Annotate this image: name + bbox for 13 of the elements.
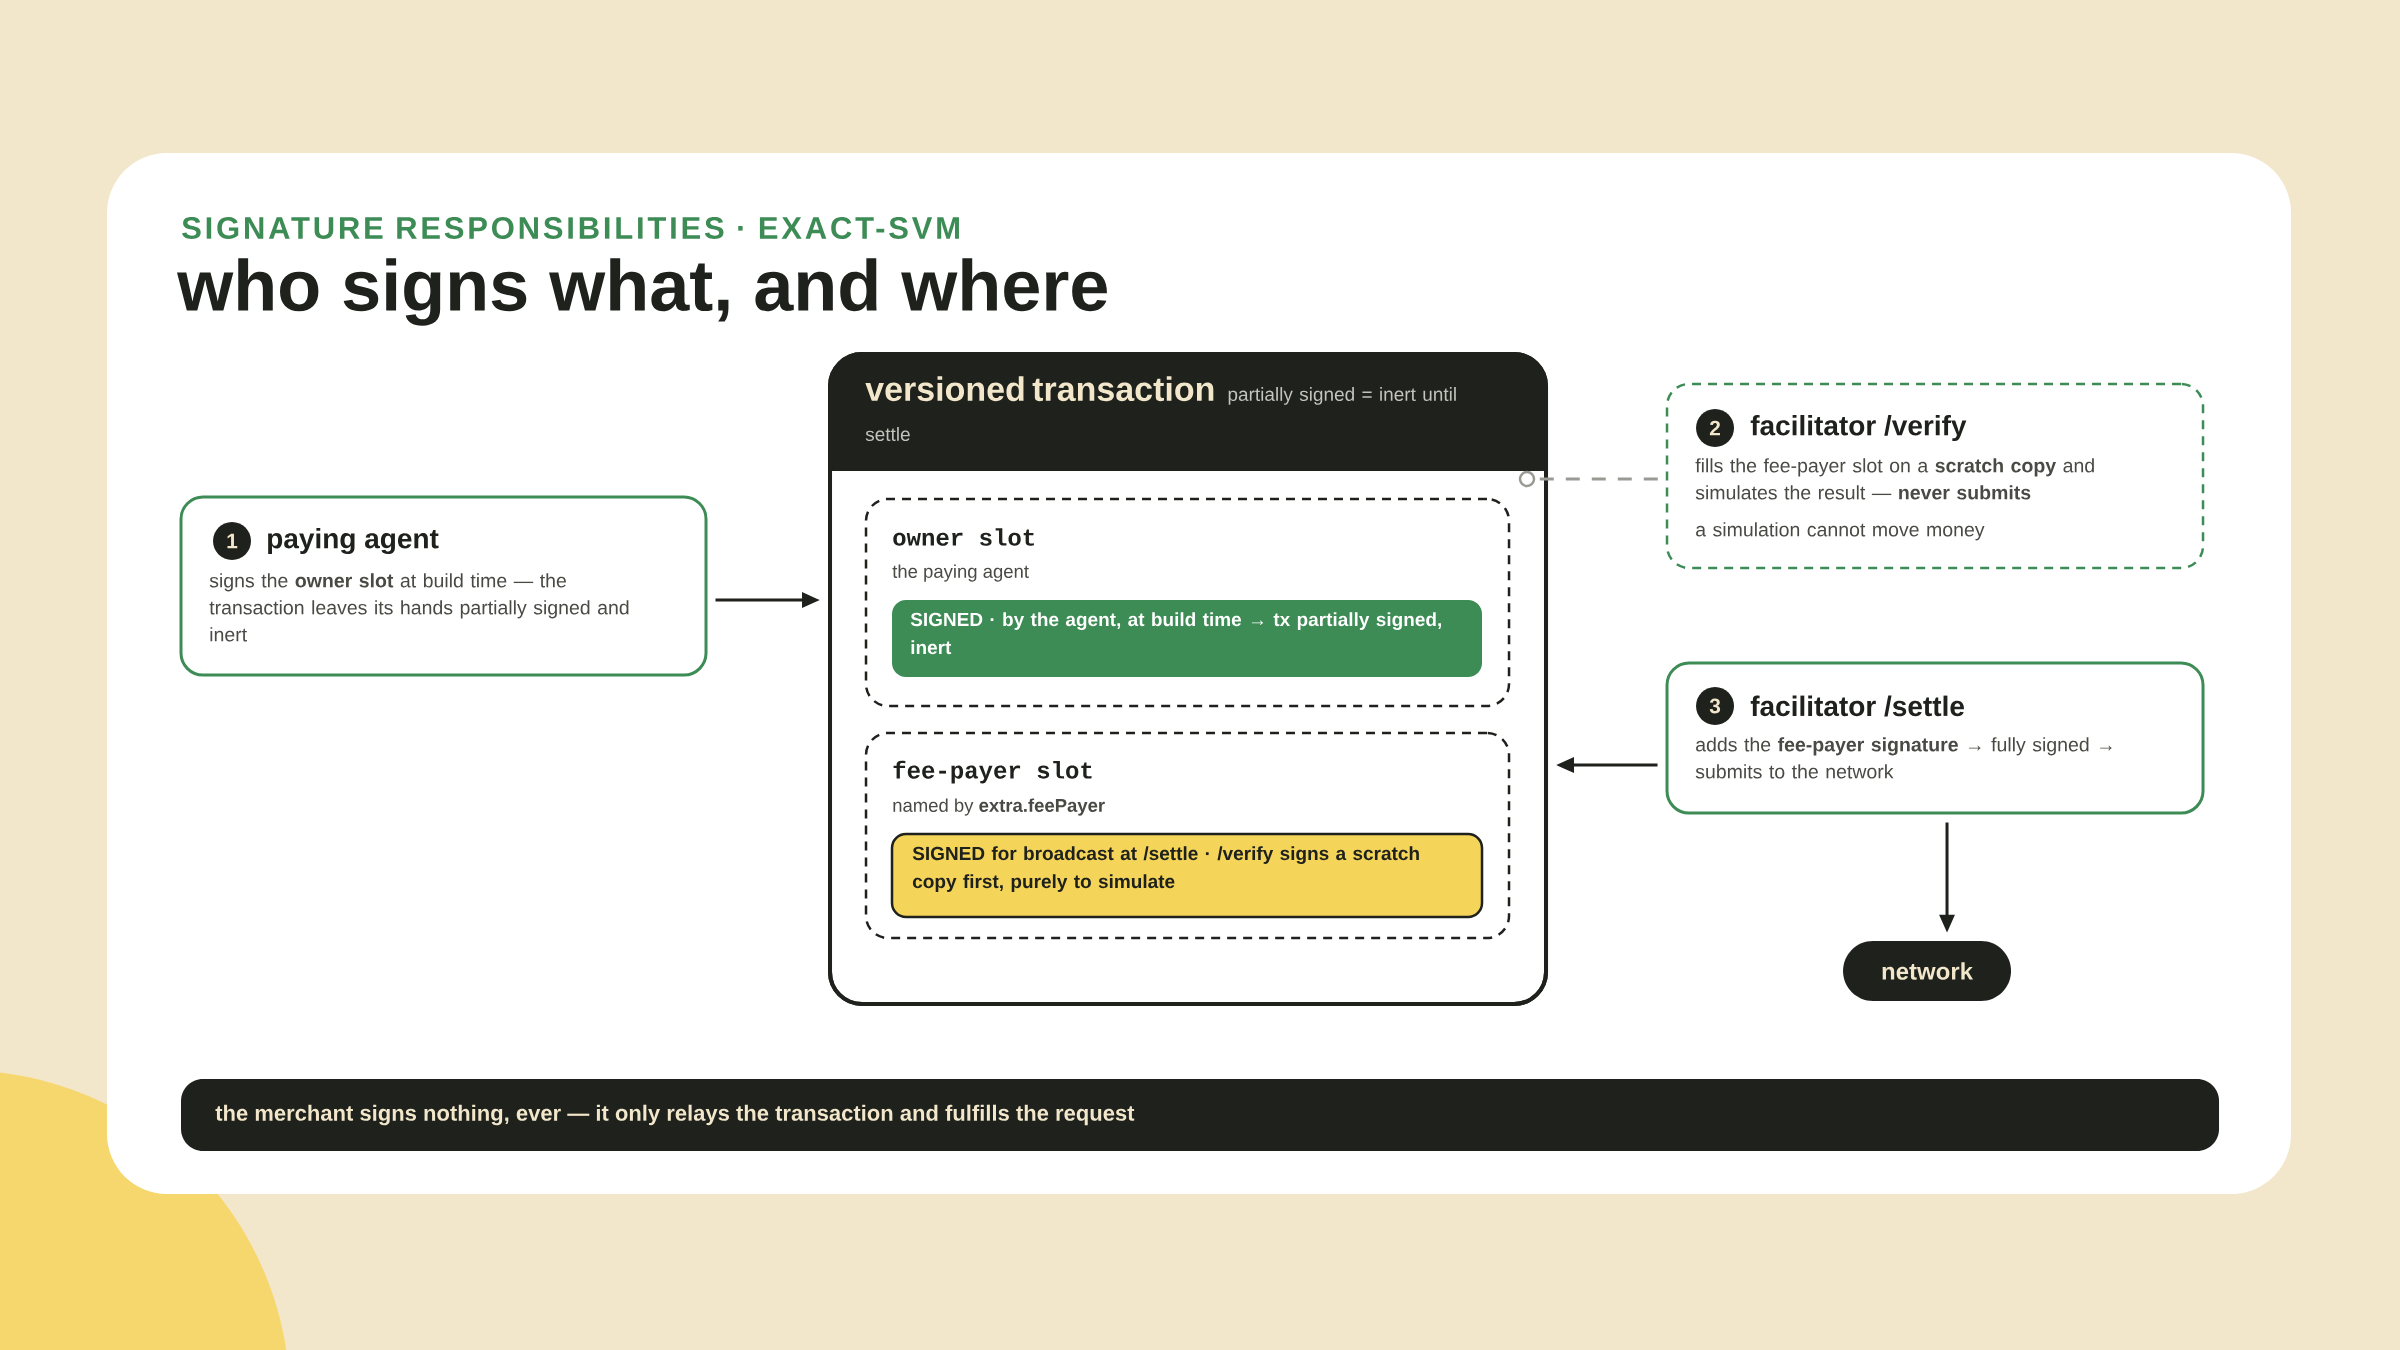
step-badge: 1 [213, 522, 251, 560]
status-bar: SIGNED for broadcast at /settle · /verify signs a scratch copy first, purely to simulate [890, 832, 1484, 919]
network-pill: network [1843, 941, 2011, 1001]
heading: who signs what, and where [177, 258, 1107, 326]
step-card: 1 paying agent signs the owner slot at build time — the transaction leaves its hands partially signed and inert [179, 495, 708, 677]
note-bar: the merchant signs nothing, ever — it only relays the transaction and fulfills the request [181, 1079, 2220, 1151]
step-card: 3 facilitator /settle adds the fee-payer signature → fully signed → submits to the network [1665, 661, 2205, 815]
dashed-connector [1518, 470, 1658, 488]
step-badge: 3 [1696, 687, 1734, 725]
status-bar: SIGNED · by the agent, at build time → tx partially signed, inert [892, 600, 1482, 677]
kicker-label: SIGNATURE RESPONSIBILITIES · EXACT-SVM [182, 217, 959, 239]
step-card: 2 facilitator /verify fills the fee-payer slot on a scratch copy and simulates the result — never submits a simulation cannot move money [1665, 382, 2205, 570]
step-badge: 2 [1696, 409, 1734, 447]
